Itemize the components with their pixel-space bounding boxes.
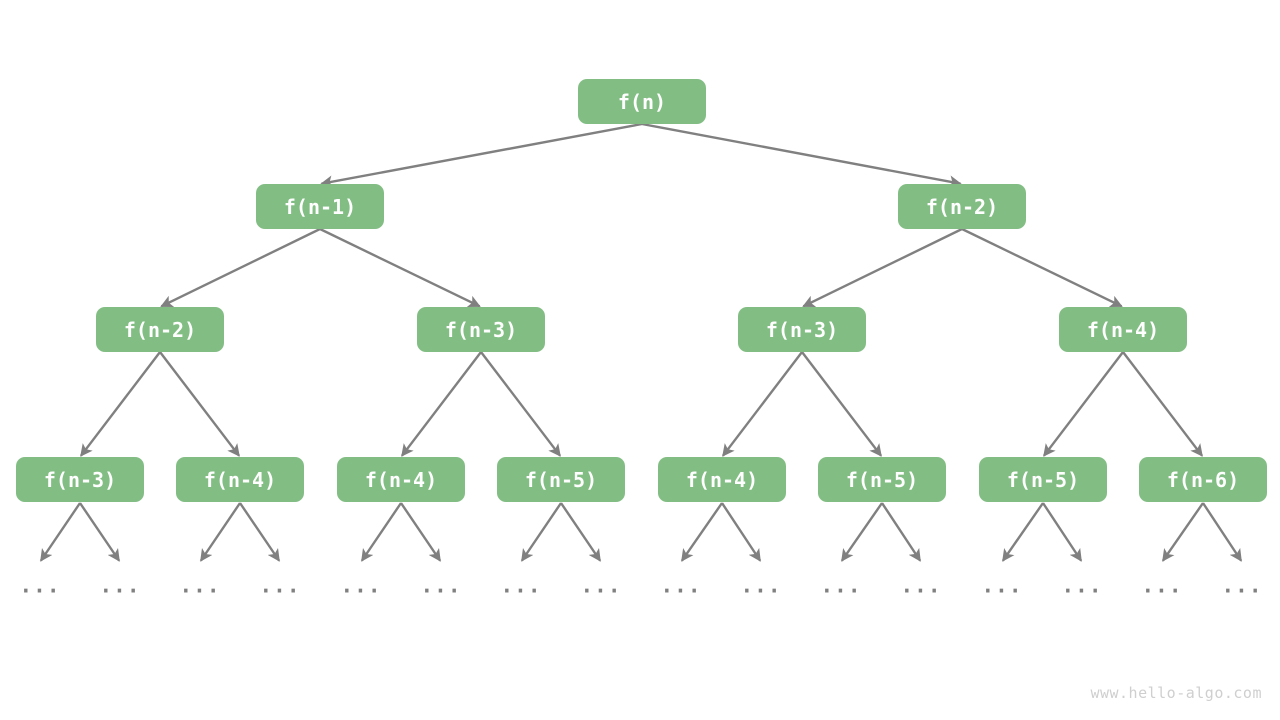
tree-node[interactable]: f(n-4) <box>658 457 786 502</box>
tree-edge-stub <box>520 502 562 562</box>
tree-node[interactable]: f(n-1) <box>256 184 384 229</box>
ellipsis-marker: ... <box>900 573 942 598</box>
watermark-label: www.hello-algo.com <box>1090 684 1262 702</box>
tree-edge <box>961 227 1123 308</box>
tree-edge-stub <box>199 502 241 562</box>
ellipsis-marker: ... <box>420 573 462 598</box>
tree-edge-stub <box>79 502 121 562</box>
ellipsis-marker: ... <box>660 573 702 598</box>
tree-node[interactable]: f(n-5) <box>497 457 625 502</box>
tree-edge <box>480 351 562 457</box>
tree-edge-stub <box>1201 502 1243 562</box>
tree-edge <box>79 351 161 457</box>
ellipsis-marker: ... <box>179 573 221 598</box>
ellipsis-marker: ... <box>580 573 622 598</box>
tree-edge <box>400 351 482 457</box>
tree-edge-stub <box>1161 502 1204 562</box>
ellipsis-marker: ... <box>740 573 782 598</box>
tree-edge <box>160 227 321 308</box>
tree-edge-stub <box>39 502 81 562</box>
tree-edge <box>721 351 803 457</box>
tree-edge-stub <box>680 502 723 562</box>
tree-node[interactable]: f(n-3) <box>738 307 866 352</box>
tree-edge <box>1042 351 1124 457</box>
tree-edge-stub <box>1041 502 1083 562</box>
tree-node[interactable]: f(n-4) <box>176 457 304 502</box>
tree-node[interactable]: f(n-5) <box>979 457 1107 502</box>
ellipsis-marker: ... <box>1141 573 1183 598</box>
tree-edge-stub <box>400 502 442 562</box>
tree-node[interactable]: f(n-4) <box>1059 307 1187 352</box>
ellipsis-marker: ... <box>1221 573 1263 598</box>
tree-edge <box>1122 351 1204 457</box>
tree-node[interactable]: f(n) <box>578 79 706 124</box>
tree-edge-stub <box>880 502 922 562</box>
tree-edge <box>802 227 963 308</box>
tree-edge <box>159 351 241 457</box>
ellipsis-marker: ... <box>99 573 141 598</box>
tree-node[interactable]: f(n-3) <box>16 457 144 502</box>
ellipsis-marker: ... <box>820 573 862 598</box>
tree-edge-stub <box>720 502 762 562</box>
tree-node[interactable]: f(n-6) <box>1139 457 1267 502</box>
tree-node[interactable]: f(n-2) <box>898 184 1026 229</box>
tree-edge-stub <box>840 502 883 562</box>
tree-edge <box>801 351 883 457</box>
tree-edge-stub <box>239 502 281 562</box>
ellipsis-marker: ... <box>340 573 382 598</box>
ellipsis-marker: ... <box>500 573 542 598</box>
tree-edge <box>320 122 643 188</box>
tree-edge-stub <box>1001 502 1044 562</box>
ellipsis-marker: ... <box>19 573 61 598</box>
tree-node[interactable]: f(n-3) <box>417 307 545 352</box>
tree-edge <box>641 122 962 188</box>
ellipsis-marker: ... <box>1061 573 1103 598</box>
ellipsis-marker: ... <box>981 573 1023 598</box>
tree-edge-stub <box>360 502 402 562</box>
tree-node[interactable]: f(n-5) <box>818 457 946 502</box>
tree-edge-stub <box>560 502 602 562</box>
tree-edge <box>319 227 481 308</box>
tree-node[interactable]: f(n-2) <box>96 307 224 352</box>
tree-node[interactable]: f(n-4) <box>337 457 465 502</box>
ellipsis-marker: ... <box>259 573 301 598</box>
